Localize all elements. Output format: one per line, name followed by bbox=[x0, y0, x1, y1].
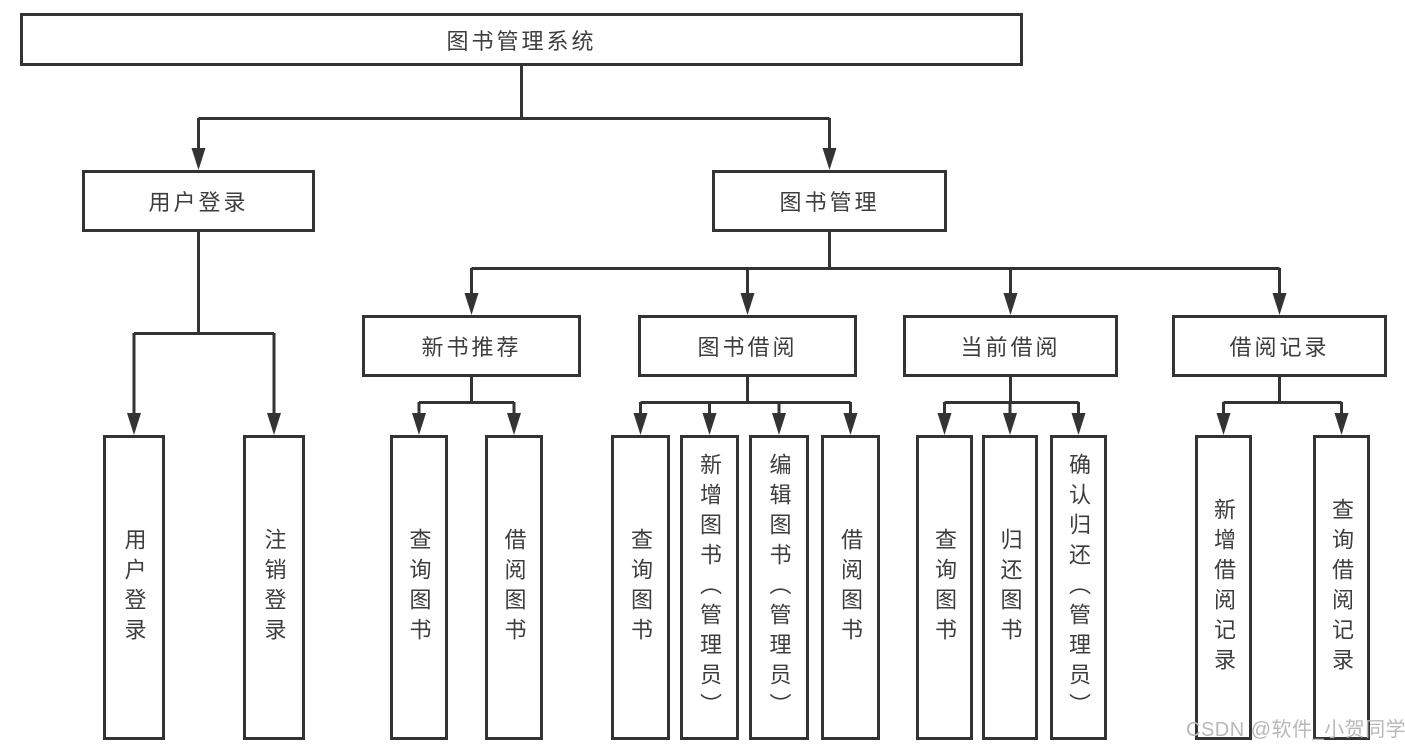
leaf-current-query-books-label: 查询图书 bbox=[932, 527, 958, 648]
leaf-recommend-query-books-label: 查询图书 bbox=[406, 527, 432, 648]
leaf-borrow-borrow-books: 借阅图书 bbox=[821, 435, 880, 740]
leaf-current-return-books: 归还图书 bbox=[982, 435, 1038, 740]
leaf-borrow-query-books-label: 查询图书 bbox=[628, 527, 654, 648]
node-new-book-recommend-label: 新书推荐 bbox=[421, 335, 522, 360]
leaf-borrow-add-books-admin: 新增图书（管理员） bbox=[680, 435, 739, 740]
leaf-current-confirm-return-admin-label: 确认归还（管理员） bbox=[1066, 452, 1092, 723]
leaf-records-query-record: 查询借阅记录 bbox=[1313, 435, 1370, 740]
node-current-borrow: 当前借阅 bbox=[903, 315, 1118, 377]
leaf-logout-label: 注销登录 bbox=[261, 527, 287, 648]
node-user-login-label: 用户登录 bbox=[148, 190, 249, 215]
leaf-recommend-borrow-books-label: 借阅图书 bbox=[501, 527, 527, 648]
node-user-login: 用户登录 bbox=[82, 170, 315, 232]
leaf-borrow-edit-books-admin-label: 编辑图书（管理员） bbox=[766, 452, 792, 723]
leaf-borrow-borrow-books-label: 借阅图书 bbox=[838, 527, 864, 648]
node-borrow-records-label: 借阅记录 bbox=[1229, 335, 1330, 360]
watermark: CSDN @软件_小贺同学 bbox=[1186, 719, 1405, 741]
leaf-current-return-books-label: 归还图书 bbox=[997, 527, 1023, 648]
leaf-records-add-record: 新增借阅记录 bbox=[1195, 435, 1252, 740]
leaf-borrow-query-books: 查询图书 bbox=[611, 435, 670, 740]
node-root: 图书管理系统 bbox=[20, 13, 1023, 66]
node-book-borrow: 图书借阅 bbox=[638, 315, 857, 377]
leaf-borrow-edit-books-admin: 编辑图书（管理员） bbox=[749, 435, 809, 740]
leaf-borrow-add-books-admin-label: 新增图书（管理员） bbox=[697, 452, 723, 723]
leaf-user-login-label: 用户登录 bbox=[121, 527, 147, 648]
node-borrow-records: 借阅记录 bbox=[1172, 315, 1387, 377]
leaf-records-query-record-label: 查询借阅记录 bbox=[1329, 497, 1355, 678]
node-current-borrow-label: 当前借阅 bbox=[960, 335, 1061, 360]
leaf-records-add-record-label: 新增借阅记录 bbox=[1211, 497, 1237, 678]
node-book-management: 图书管理 bbox=[712, 170, 947, 232]
node-new-book-recommend: 新书推荐 bbox=[362, 315, 581, 377]
leaf-logout: 注销登录 bbox=[243, 435, 305, 740]
leaf-user-login: 用户登录 bbox=[103, 435, 165, 740]
leaf-current-confirm-return-admin: 确认归还（管理员） bbox=[1050, 435, 1107, 740]
leaf-current-query-books: 查询图书 bbox=[916, 435, 973, 740]
node-book-management-label: 图书管理 bbox=[779, 190, 880, 215]
leaf-recommend-borrow-books: 借阅图书 bbox=[485, 435, 543, 740]
node-root-label: 图书管理系统 bbox=[446, 28, 597, 54]
node-book-borrow-label: 图书借阅 bbox=[697, 335, 798, 360]
leaf-recommend-query-books: 查询图书 bbox=[390, 435, 448, 740]
